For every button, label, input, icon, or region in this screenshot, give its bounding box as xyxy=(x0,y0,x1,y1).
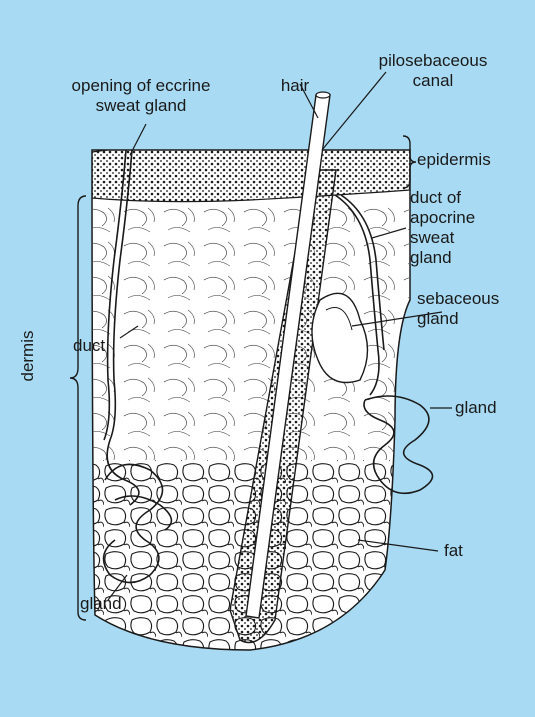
label-sebaceous-gland: sebaceous gland xyxy=(417,289,499,329)
label-fat: fat xyxy=(444,541,463,561)
label-apocrine-duct: duct of apocrine sweat gland xyxy=(410,188,475,268)
label-pilosebaceous-canal: pilosebaceous canal xyxy=(368,51,498,91)
label-dermis: dermis xyxy=(18,316,38,396)
label-epidermis: epidermis xyxy=(417,150,491,170)
label-eccrine-opening: opening of eccrine sweat gland xyxy=(41,76,241,116)
dermis-brace xyxy=(70,196,86,620)
label-hair: hair xyxy=(265,76,325,96)
label-eccrine-gland: gland xyxy=(80,594,122,614)
label-apocrine-gland: gland xyxy=(455,398,497,418)
label-eccrine-duct: duct xyxy=(73,336,105,356)
